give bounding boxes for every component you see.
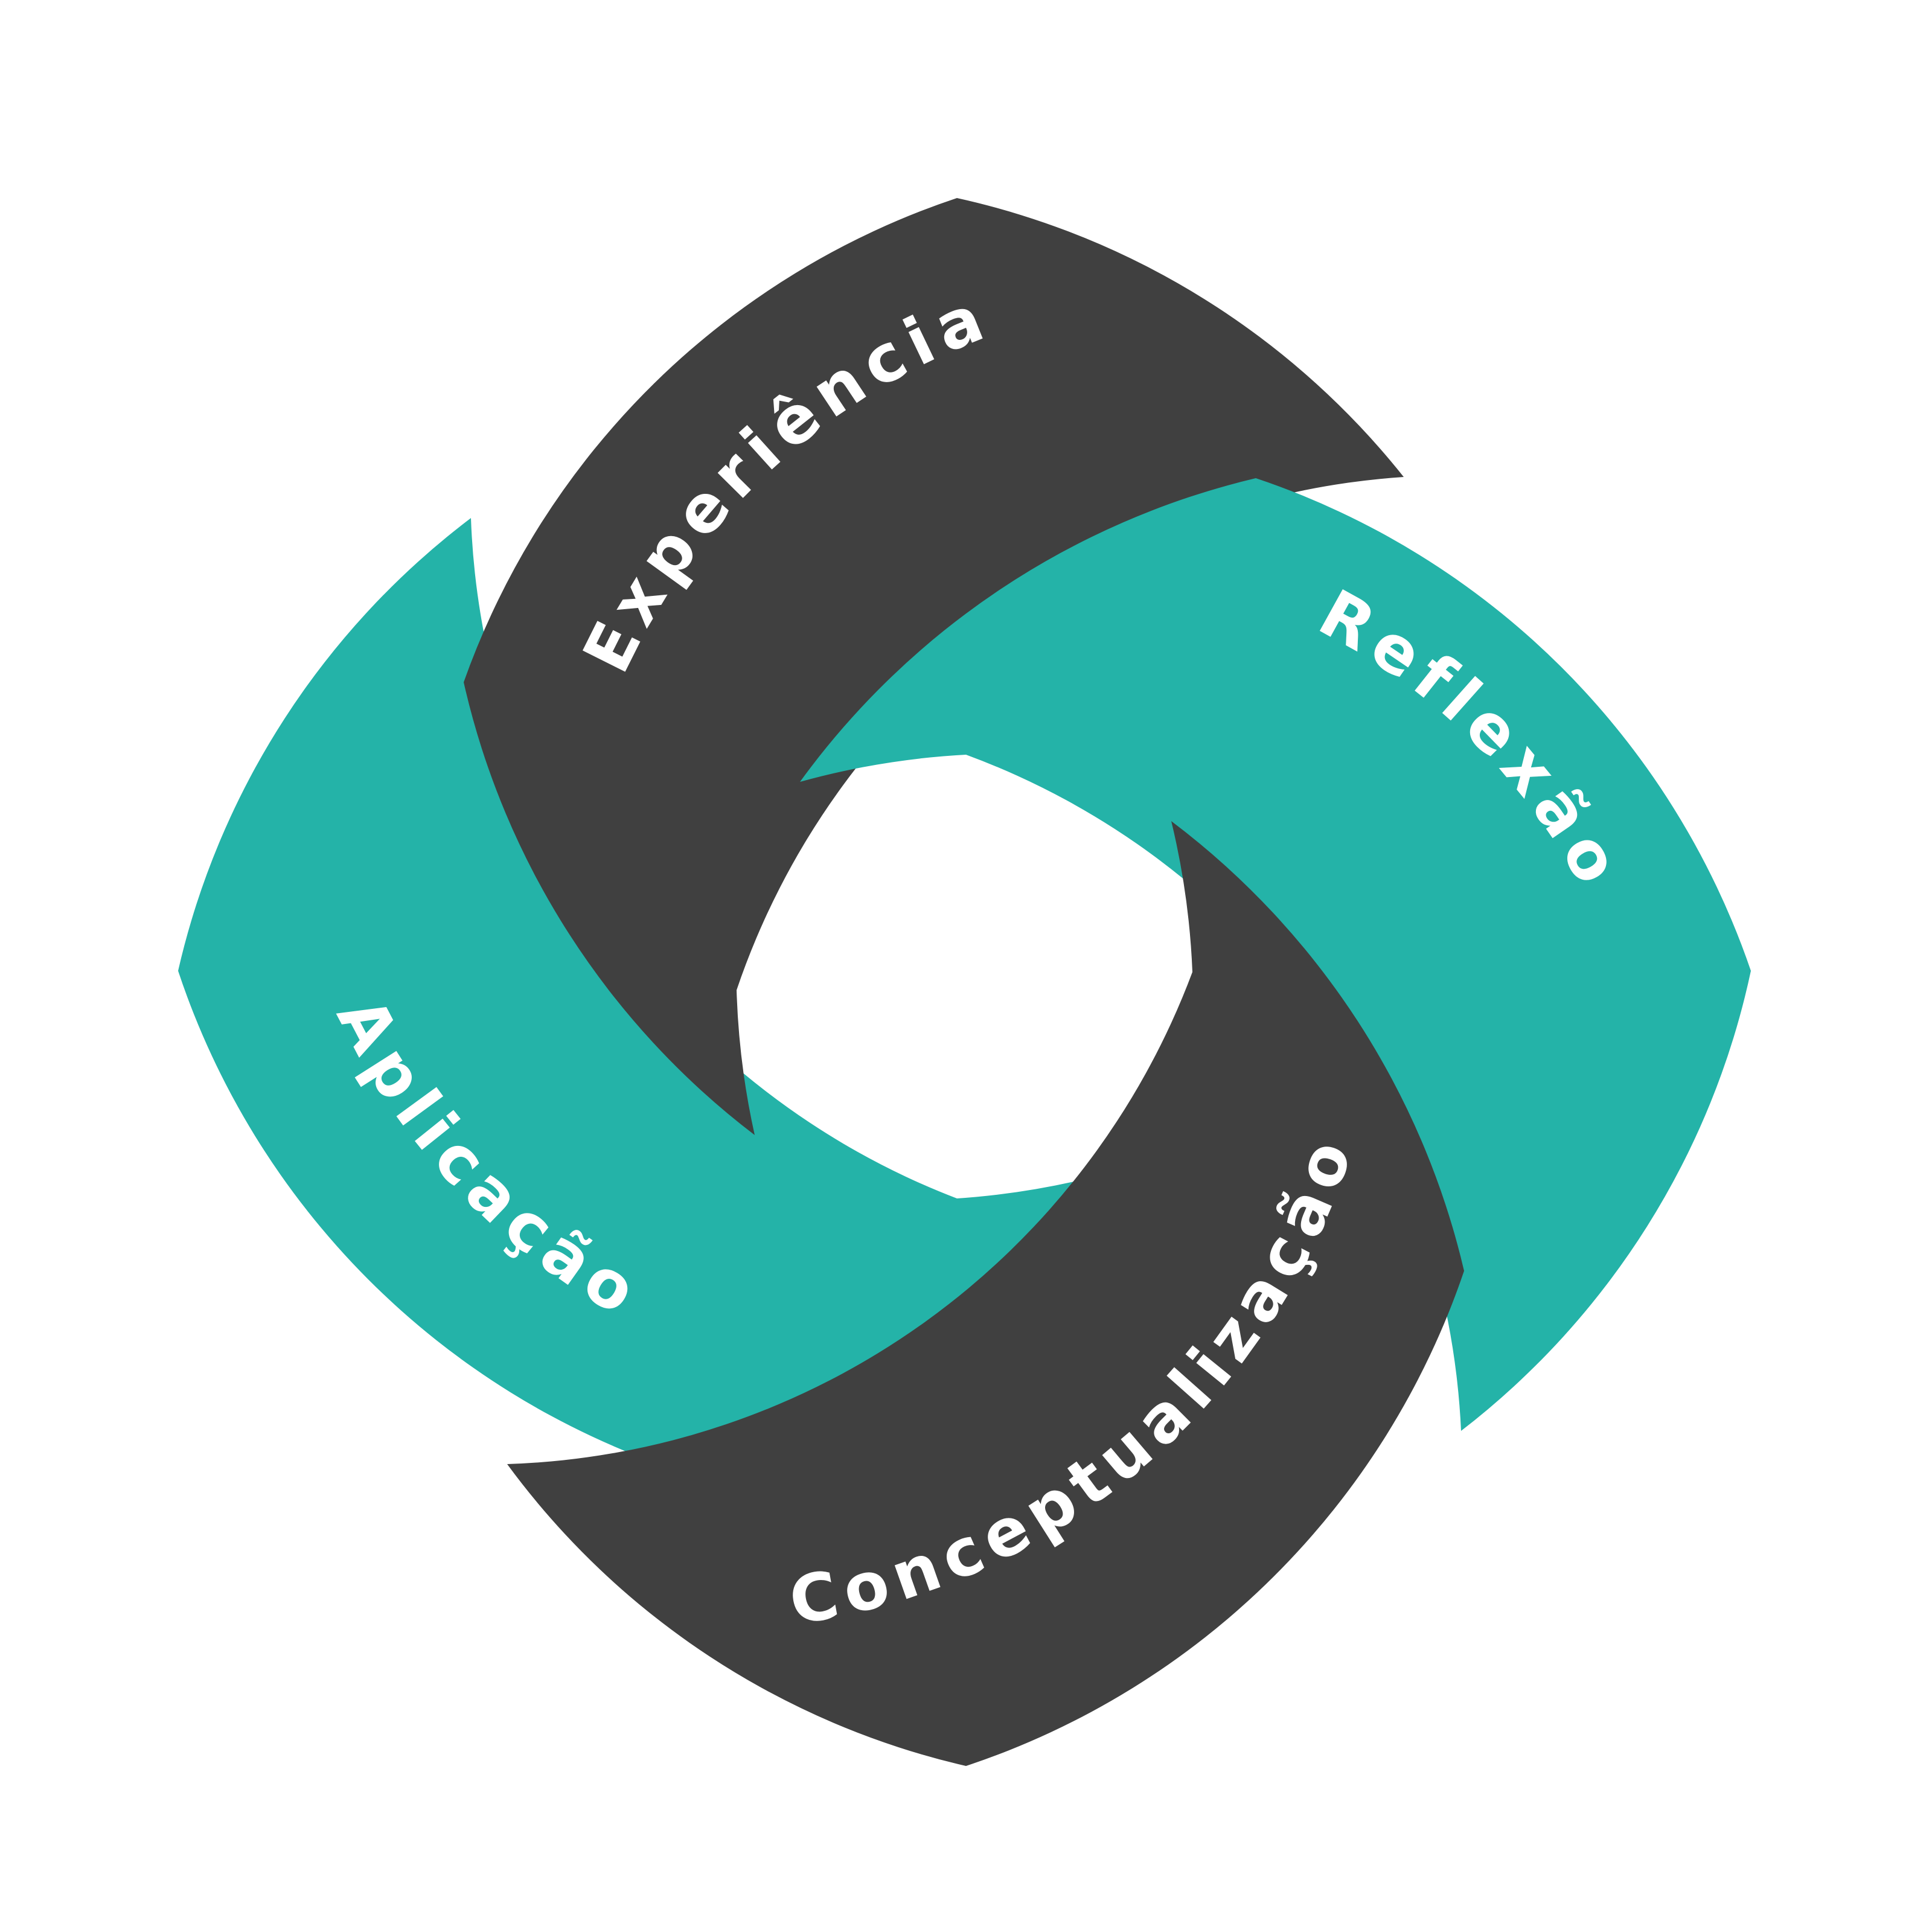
conceptualizacao-segment [507,821,1464,1766]
